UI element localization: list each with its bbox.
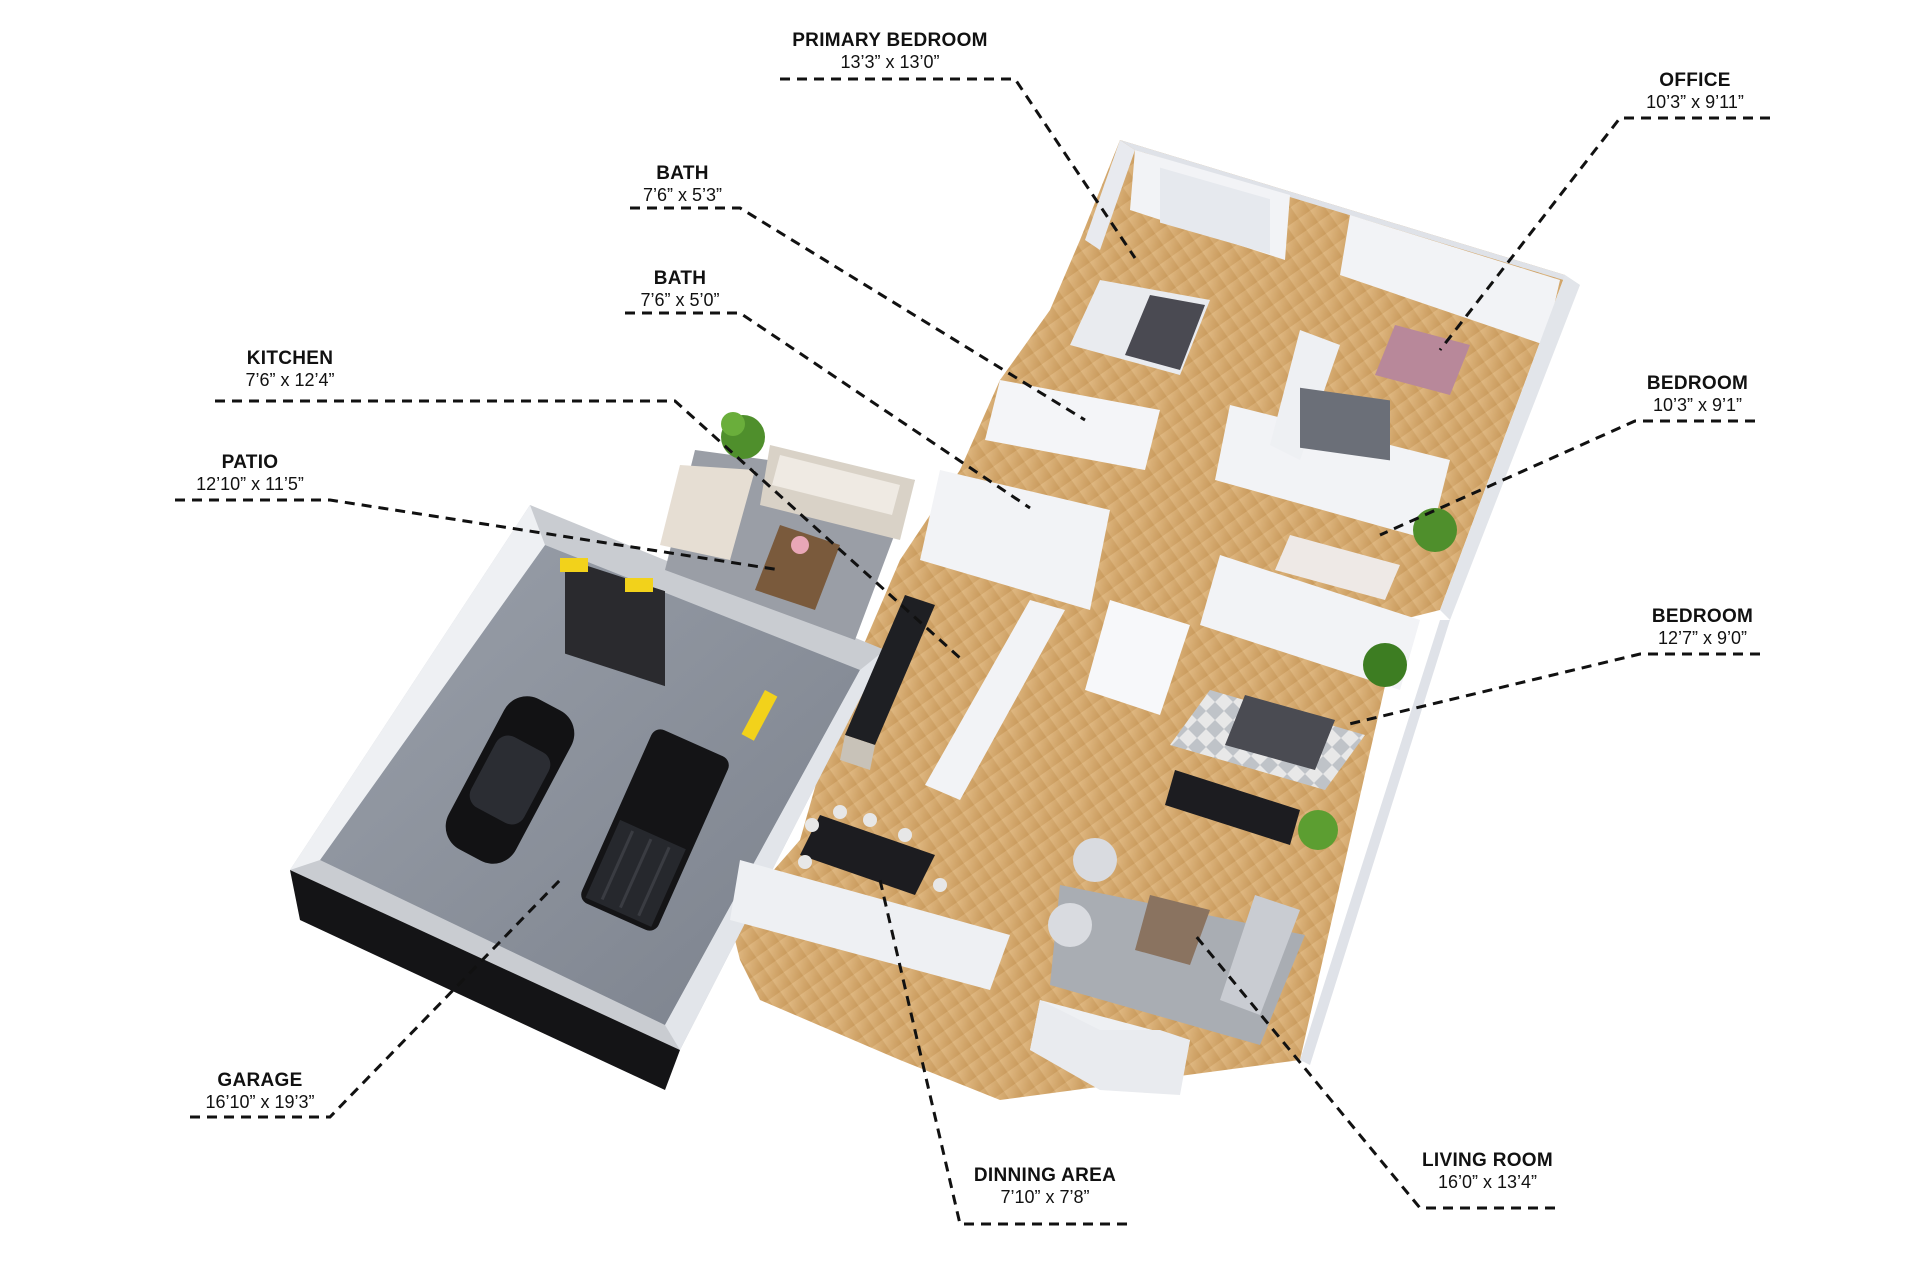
room-dimensions: 10’3” x 9’1” <box>1652 394 1743 415</box>
room-dimensions: 13’3” x 13’0” <box>840 51 940 72</box>
leader-lines <box>175 77 1770 1226</box>
room-dimensions: 7’6” x 5’3” <box>642 184 723 205</box>
room-name: BEDROOM <box>1646 373 1749 394</box>
label-office: OFFICE 10’3” x 9’11” <box>1620 70 1770 113</box>
room-name: PRIMARY BEDROOM <box>792 30 988 51</box>
leader-line-garage <box>190 878 562 1119</box>
label-patio: PATIO 12’10” x 11’5” <box>170 452 330 495</box>
leader-line-bath-1 <box>630 206 1086 422</box>
room-name: DINNING AREA <box>973 1165 1117 1186</box>
leader-line-kitchen <box>215 399 962 660</box>
room-dimensions: 16’0” x 13’4” <box>1437 1171 1538 1192</box>
leader-line-office <box>1438 116 1770 351</box>
furniture <box>798 280 1470 1095</box>
leader-line-patio <box>175 498 781 572</box>
room-dimensions: 12’7” x 9’0” <box>1657 627 1748 648</box>
leader-line-bath-2 <box>625 311 1031 510</box>
room-dimensions: 16’10” x 19’3” <box>205 1091 315 1112</box>
room-dimensions: 12’10” x 11’5” <box>196 473 304 494</box>
label-bath-1: BATH 7’6” x 5’3” <box>625 163 740 206</box>
label-primary-bedroom: PRIMARY BEDROOM 13’3” x 13’0” <box>770 30 1010 73</box>
truck-car <box>581 729 729 931</box>
room-dimensions: 7’10” x 7’8” <box>1000 1186 1090 1207</box>
label-kitchen: KITCHEN 7’6” x 12’4” <box>215 348 365 391</box>
room-name: GARAGE <box>217 1070 303 1091</box>
room-dimensions: 10’3” x 9’11” <box>1646 91 1744 112</box>
room-name: BEDROOM <box>1651 606 1754 627</box>
room-dimensions: 7’6” x 5’0” <box>640 289 720 310</box>
label-bath-2: BATH 7’6” x 5’0” <box>620 268 740 311</box>
room-name: KITCHEN <box>246 348 334 369</box>
leader-line-dinning-area <box>878 879 1127 1226</box>
leader-line-primary-bedroom <box>780 77 1137 259</box>
suv-car <box>445 696 575 864</box>
patio-area <box>660 412 915 640</box>
room-name: PATIO <box>221 452 279 473</box>
room-name: BATH <box>653 268 707 289</box>
room-name: BATH <box>656 163 709 184</box>
room-name: LIVING ROOM <box>1421 1150 1554 1171</box>
label-dinning-area: DINNING AREA 7’10” x 7’8” <box>960 1165 1130 1208</box>
label-bedroom-1: BEDROOM 10’3” x 9’1” <box>1635 373 1760 416</box>
room-name: OFFICE <box>1659 70 1731 91</box>
label-bedroom-2: BEDROOM 12’7” x 9’0” <box>1640 606 1765 649</box>
label-living-room: LIVING ROOM 16’0” x 13’4” <box>1415 1150 1560 1193</box>
label-garage: GARAGE 16’10” x 19’3” <box>185 1070 335 1113</box>
leader-line-bedroom-2 <box>1344 652 1760 727</box>
room-dimensions: 7’6” x 12’4” <box>245 369 335 390</box>
leader-line-bedroom-1 <box>1379 419 1755 537</box>
